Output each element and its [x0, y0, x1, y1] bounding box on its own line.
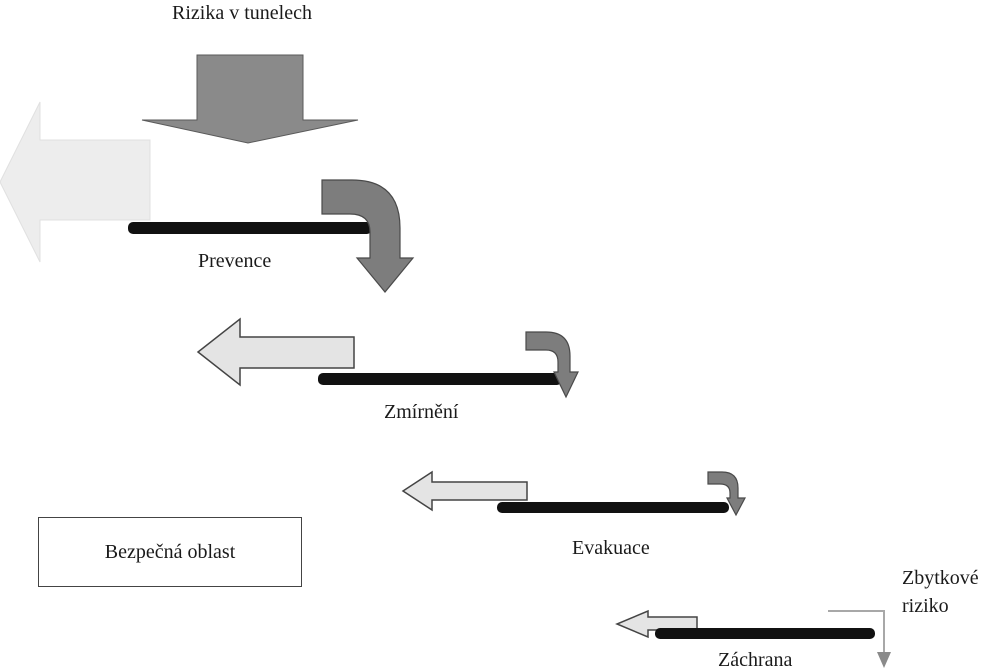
zmirneni-bar — [318, 373, 562, 385]
stage-label-zachrana: Záchrana — [718, 649, 793, 671]
zachrana-bar — [655, 628, 875, 639]
zmirneni-escape-arrow — [196, 317, 355, 387]
residual-risk-line2: riziko — [902, 595, 949, 617]
diagram-title: Rizika v tunelech — [172, 2, 312, 24]
residual-risk-arrow — [828, 610, 885, 655]
evakuace-bar — [497, 502, 729, 513]
evakuace-turn-arrow — [707, 471, 746, 517]
stage-label-zmirneni: Zmírnění — [384, 401, 459, 423]
stage-label-prevence: Prevence — [198, 250, 272, 272]
prevence-escape-arrow — [0, 101, 151, 263]
evakuace-escape-arrow — [401, 470, 528, 512]
stage-label-evakuace: Evakuace — [572, 537, 650, 559]
safe-area-box: Bezpečná oblast — [38, 517, 302, 587]
residual-risk-label: Zbytkové riziko — [902, 564, 993, 620]
safe-area-label: Bezpečná oblast — [104, 540, 236, 563]
risk-input-arrow — [141, 54, 359, 144]
residual-risk-line1: Zbytkové — [902, 567, 979, 589]
zmirneni-turn-arrow — [525, 331, 579, 399]
residual-risk-arrowhead — [877, 652, 891, 668]
prevence-bar — [128, 222, 372, 234]
prevence-turn-arrow — [321, 179, 415, 293]
